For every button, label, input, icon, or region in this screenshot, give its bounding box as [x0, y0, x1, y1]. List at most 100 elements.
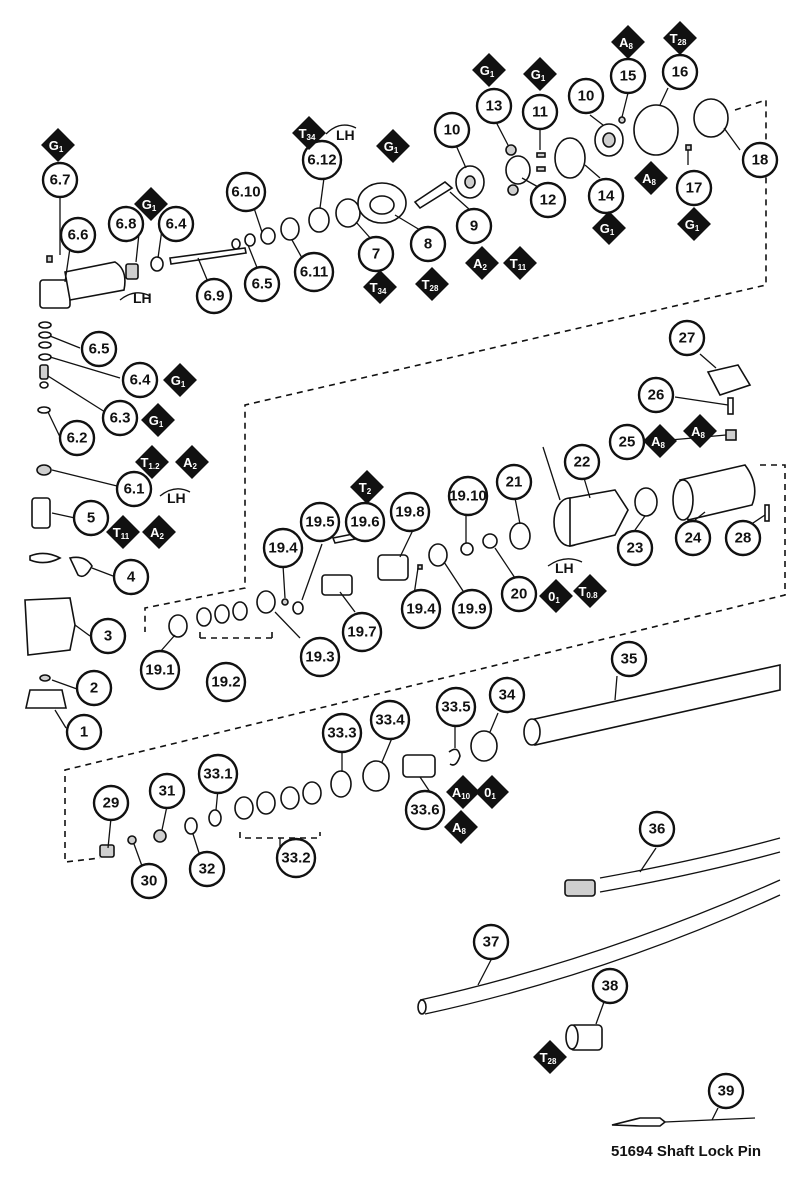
callout-9: 9 — [455, 207, 493, 245]
svg-text:A8: A8 — [619, 35, 633, 51]
spec-badge-G1: G1 — [472, 53, 506, 87]
callout-38: 38 — [591, 967, 629, 1005]
svg-text:21: 21 — [506, 474, 523, 491]
svg-text:19.6: 19.6 — [350, 514, 379, 531]
angle-head-shape — [39, 279, 71, 309]
callout-15: 15 — [609, 57, 647, 95]
svg-text:6.12: 6.12 — [307, 152, 336, 169]
svg-text:5: 5 — [87, 510, 95, 527]
svg-text:G1: G1 — [149, 413, 164, 429]
callout-19-8: 19.8 — [389, 491, 431, 533]
svg-text:6.1: 6.1 — [124, 481, 145, 498]
callout-19-4: 19.4 — [400, 588, 442, 630]
svg-text:15: 15 — [620, 68, 637, 85]
callout-5: 5 — [72, 499, 110, 537]
callout-11: 11 — [521, 93, 559, 131]
callout-6-7: 6.7 — [41, 161, 79, 199]
svg-text:19.9: 19.9 — [457, 601, 486, 618]
callout-23: 23 — [616, 529, 654, 567]
callout-6-12: 6.12 — [301, 139, 343, 181]
callout-19-3: 19.3 — [299, 636, 341, 678]
callout-6-5: 6.5 — [243, 265, 281, 303]
svg-text:6.8: 6.8 — [116, 216, 137, 233]
svg-text:39: 39 — [718, 1083, 735, 1100]
lh-label: LH — [167, 490, 186, 506]
callout-6-6: 6.6 — [59, 216, 97, 254]
svg-text:32: 32 — [199, 861, 216, 878]
callout-33-6: 33.6 — [404, 789, 446, 831]
svg-text:22: 22 — [574, 454, 591, 471]
svg-text:G1: G1 — [142, 197, 157, 213]
spec-badge-T34: T34 — [363, 270, 397, 304]
svg-text:18: 18 — [752, 152, 769, 169]
svg-text:19.2: 19.2 — [211, 674, 240, 691]
callout-37: 37 — [472, 923, 510, 961]
svg-text:A8: A8 — [691, 424, 705, 440]
svg-text:2: 2 — [90, 680, 98, 697]
lh-label: LH — [555, 560, 574, 576]
svg-text:6.2: 6.2 — [67, 430, 88, 447]
callout-19-10: 19.10 — [447, 475, 489, 517]
svg-text:6.4: 6.4 — [166, 216, 188, 233]
svg-text:A10: A10 — [452, 785, 471, 801]
callout-28: 28 — [724, 519, 762, 557]
spec-badge-G1: G1 — [376, 129, 410, 163]
callout-6-4: 6.4 — [157, 205, 195, 243]
callout-6-9: 6.9 — [195, 277, 233, 315]
callout-24: 24 — [674, 519, 712, 557]
svg-text:20: 20 — [511, 586, 528, 603]
callout-19-4: 19.4 — [262, 527, 304, 569]
svg-text:1: 1 — [80, 724, 88, 741]
spec-badge-T2: T2 — [350, 470, 384, 504]
svg-text:6.9: 6.9 — [204, 288, 225, 305]
callout-26: 26 — [637, 376, 675, 414]
svg-text:36: 36 — [649, 821, 666, 838]
tube-35 — [529, 664, 781, 746]
svg-text:28: 28 — [735, 530, 752, 547]
shaft-6-9 — [169, 247, 247, 265]
callout-6-3: 6.3 — [101, 399, 139, 437]
svg-text:30: 30 — [141, 873, 158, 890]
svg-text:10: 10 — [578, 88, 595, 105]
svg-text:6.7: 6.7 — [50, 172, 71, 189]
lh-label: LH — [336, 127, 355, 143]
spec-badge-G1: G1 — [141, 403, 175, 437]
callout-33-5: 33.5 — [435, 686, 477, 728]
leader-lines — [47, 87, 766, 1121]
svg-text:6.5: 6.5 — [89, 341, 110, 358]
lh-arrows: LH LH LH LH — [119, 124, 583, 576]
svg-text:12: 12 — [540, 192, 557, 209]
svg-text:6.10: 6.10 — [231, 184, 260, 201]
svg-text:25: 25 — [619, 434, 636, 451]
callout-22: 22 — [563, 443, 601, 481]
callout-6-11: 6.11 — [293, 251, 335, 293]
callout-6-5: 6.5 — [80, 330, 118, 368]
housing-3 — [24, 597, 76, 656]
barrel-22 — [569, 489, 629, 548]
callout-17: 17 — [675, 169, 713, 207]
svg-text:37: 37 — [483, 934, 500, 951]
svg-text:19.4: 19.4 — [406, 601, 436, 618]
svg-text:A8: A8 — [452, 820, 466, 836]
spec-badge-A8: A8 — [643, 424, 677, 458]
spec-badge-A2: A2 — [142, 515, 176, 549]
svg-text:19.1: 19.1 — [145, 662, 174, 679]
svg-text:A2: A2 — [473, 256, 487, 272]
callout-3: 3 — [89, 617, 127, 655]
svg-text:T11: T11 — [510, 256, 527, 272]
svg-text:6.3: 6.3 — [110, 410, 131, 427]
svg-text:A8: A8 — [651, 434, 665, 450]
callout-19-9: 19.9 — [451, 588, 493, 630]
callout-18: 18 — [741, 141, 779, 179]
svg-text:A8: A8 — [642, 171, 656, 187]
callout-1: 1 — [65, 713, 103, 751]
housing-24 — [679, 464, 756, 521]
spec-badge-T28: T28 — [533, 1040, 567, 1074]
callout-34: 34 — [488, 676, 526, 714]
svg-text:10: 10 — [444, 122, 461, 139]
svg-text:A2: A2 — [150, 525, 164, 541]
svg-text:G1: G1 — [531, 67, 546, 83]
spec-badge-A2: A2 — [465, 246, 499, 280]
